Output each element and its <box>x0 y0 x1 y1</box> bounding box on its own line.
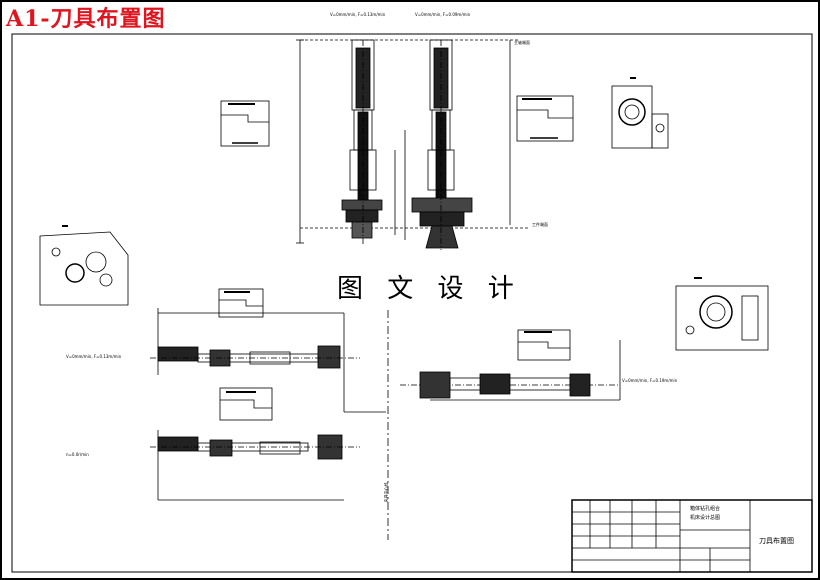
title-block-project-line2: 机床设计总图 <box>690 515 721 521</box>
horizontal-spindle-right <box>400 340 621 401</box>
housing-view-left <box>39 225 129 306</box>
inner-border <box>11 33 813 573</box>
horizontal-spindle-lower <box>150 430 360 501</box>
middle-left-block <box>218 288 264 318</box>
page-title: A1-刀具布置图 <box>6 6 166 32</box>
annotation-workpiece: 工件端面 <box>532 222 548 227</box>
horizontal-spindle-upper <box>150 308 360 375</box>
title-block-drawing-name: 刀具布置图 <box>759 537 794 545</box>
watermark-text: 图 文 设 计 <box>337 274 522 304</box>
annotation-left-2: n=0.0r/min <box>66 452 89 457</box>
annotation-left-1: V=0mm/min, F=0.13m/min <box>66 354 122 359</box>
housing-view-right <box>675 277 769 351</box>
annotation-right: V=0mm/min, F=0.19m/min <box>622 378 678 383</box>
annotation-centerline: 夹具中心线 <box>383 482 389 503</box>
annotation-top-left: V=0mm/min, F=0.13m/min <box>330 12 386 17</box>
housing-view-top-right <box>611 77 669 149</box>
top-spindle-assembly <box>296 39 530 250</box>
lower-left-block <box>219 387 273 421</box>
top-right-block <box>516 95 574 142</box>
middle-right-block <box>517 329 571 361</box>
title-block-project-line1: 箱体钻孔组合 <box>690 506 721 512</box>
annotation-top-right: V=0mm/min, F=0.09m/min <box>415 12 471 17</box>
top-left-block <box>220 100 270 147</box>
title-block <box>571 499 813 573</box>
fixture-centerline <box>343 310 389 540</box>
annotation-spindle-face: 主轴端面 <box>514 40 530 45</box>
